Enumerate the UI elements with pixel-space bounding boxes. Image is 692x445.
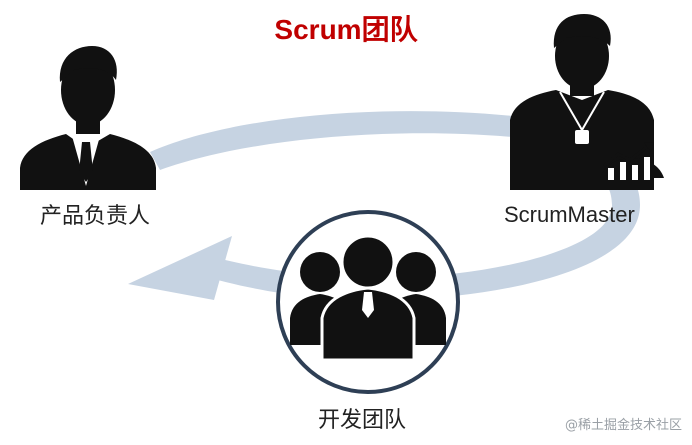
dev-team-label: 开发团队 [318, 407, 407, 432]
dev-team-icon [276, 210, 460, 394]
cycle-arrow-top-band [150, 111, 560, 170]
scrum-master-neck [570, 84, 594, 96]
chart-badge-icon [600, 142, 664, 180]
product-owner-tie [79, 142, 93, 182]
scrum-master-label: ScrumMaster [504, 202, 635, 227]
whistle-icon [575, 130, 589, 144]
scrum-master-hair [553, 14, 611, 48]
diagram-title: Scrum团队 [274, 14, 418, 45]
watermark: @稀土掘金技术社区 [564, 418, 682, 433]
product-owner-hair [59, 46, 117, 82]
product-owner-icon [20, 46, 156, 190]
product-owner-head [61, 55, 115, 125]
scrum-master-head [555, 23, 609, 89]
dev-team-member-center [320, 234, 416, 362]
cycle-arrow-head [128, 236, 232, 300]
product-owner-neck [76, 118, 100, 134]
cycle-arrow-lower-band [200, 142, 640, 301]
product-owner-label: 产品负责人 [40, 203, 151, 228]
cycle-arrow [128, 111, 640, 301]
scrum-master-icon [510, 14, 664, 190]
